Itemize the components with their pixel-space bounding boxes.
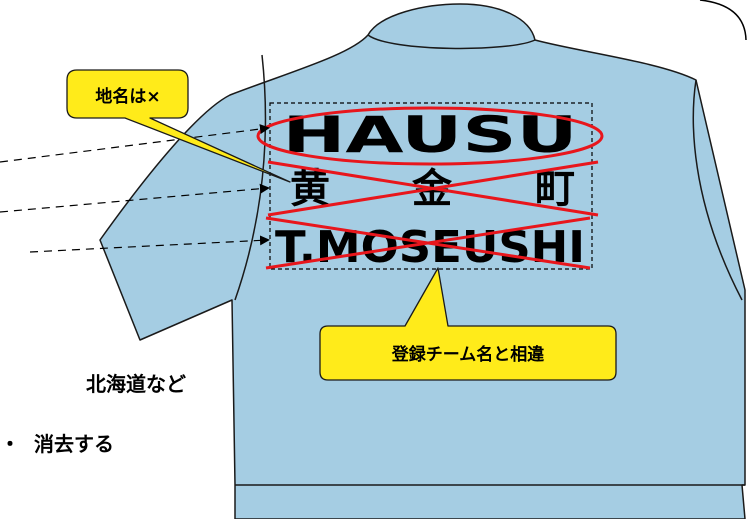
right-sleeve-seam	[692, 79, 743, 301]
red-ellipse-icon	[256, 106, 604, 166]
shirt-collar	[367, 34, 536, 50]
print-area-box	[269, 102, 593, 270]
dashed-arrow-icon	[0, 124, 270, 163]
print-line1: HAUSU	[283, 106, 578, 164]
side-note-2: 消去する	[34, 432, 114, 456]
left-sleeve-seam	[234, 54, 267, 301]
dashed-arrow-icon	[0, 183, 270, 213]
red-x-icon	[265, 216, 591, 270]
callout-place-name-text: 地名は×	[95, 86, 160, 107]
dashed-arrow-icon	[29, 235, 270, 253]
callout-place-name: 地名は×	[66, 69, 291, 183]
print-line2-char1: 黄	[290, 166, 330, 212]
side-note-1: 北海道など	[86, 372, 186, 396]
print-line2-char3: 町	[535, 166, 575, 212]
frame-curve	[699, 0, 747, 41]
side-note-arrow: ・	[0, 432, 20, 456]
callout-team-name: 登録チーム名と相違	[319, 267, 617, 381]
red-x-icon	[267, 160, 599, 217]
callout-team-name-text: 登録チーム名と相違	[391, 344, 545, 365]
print-line3: T.MOSEUSHI	[275, 222, 585, 273]
